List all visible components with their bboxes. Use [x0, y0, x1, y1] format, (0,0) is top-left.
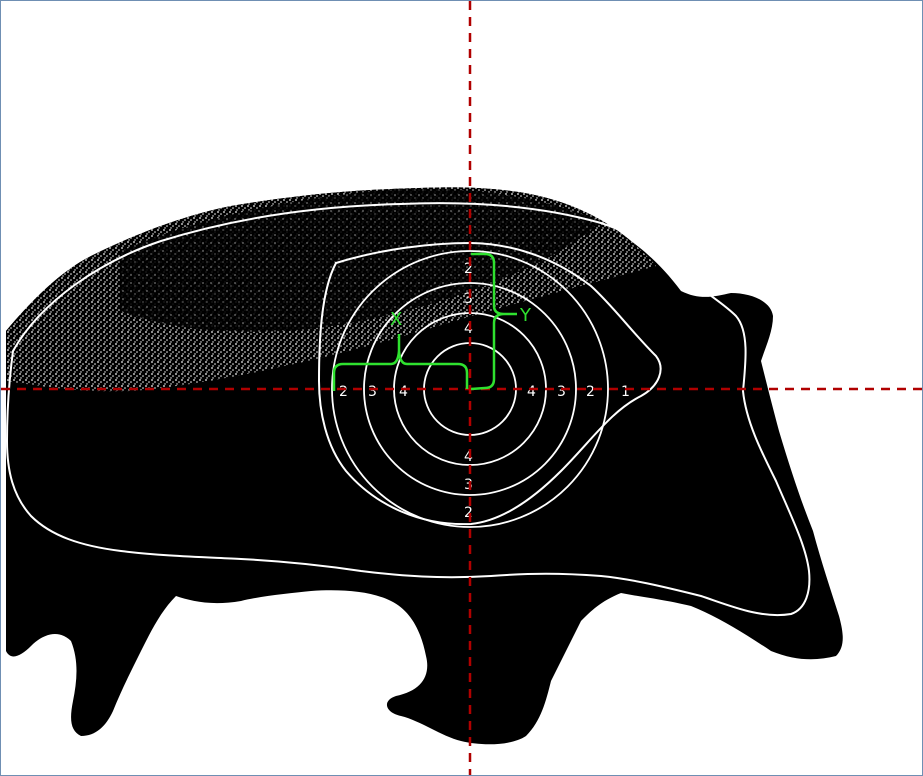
ring-labels: 2 3 4 4 3 2 1 2 3 4 4 3 2	[339, 261, 630, 521]
ring-label-right-1: 1	[621, 384, 630, 400]
x-brace	[332, 334, 469, 391]
kill-zone-outline	[317, 241, 662, 526]
ring-label-left-3: 3	[368, 384, 377, 400]
ring-label-left-4: 4	[399, 384, 408, 400]
dimension-braces	[332, 252, 517, 391]
ring-2	[363, 282, 577, 496]
ring-label-right-4: 4	[527, 384, 536, 400]
x-dimension-label: X	[390, 309, 402, 330]
ring-label-right-2: 2	[586, 384, 595, 400]
ring-label-bottom-4: 4	[464, 449, 473, 465]
y-dimension-label: Y	[519, 305, 532, 326]
ring-label-right-3: 3	[557, 384, 566, 400]
ring-label-top-4: 4	[464, 321, 473, 337]
ring-label-top-3: 3	[464, 291, 473, 307]
ring-label-bottom-3: 3	[464, 477, 473, 493]
boar-silhouette	[6, 187, 843, 745]
y-brace	[470, 252, 517, 391]
ring-label-top-2: 2	[464, 261, 473, 277]
vital-zone-outline	[5, 202, 811, 617]
ring-label-left-2: 2	[339, 384, 348, 400]
ring-1	[331, 250, 609, 528]
ring-label-bottom-2: 2	[464, 505, 473, 521]
